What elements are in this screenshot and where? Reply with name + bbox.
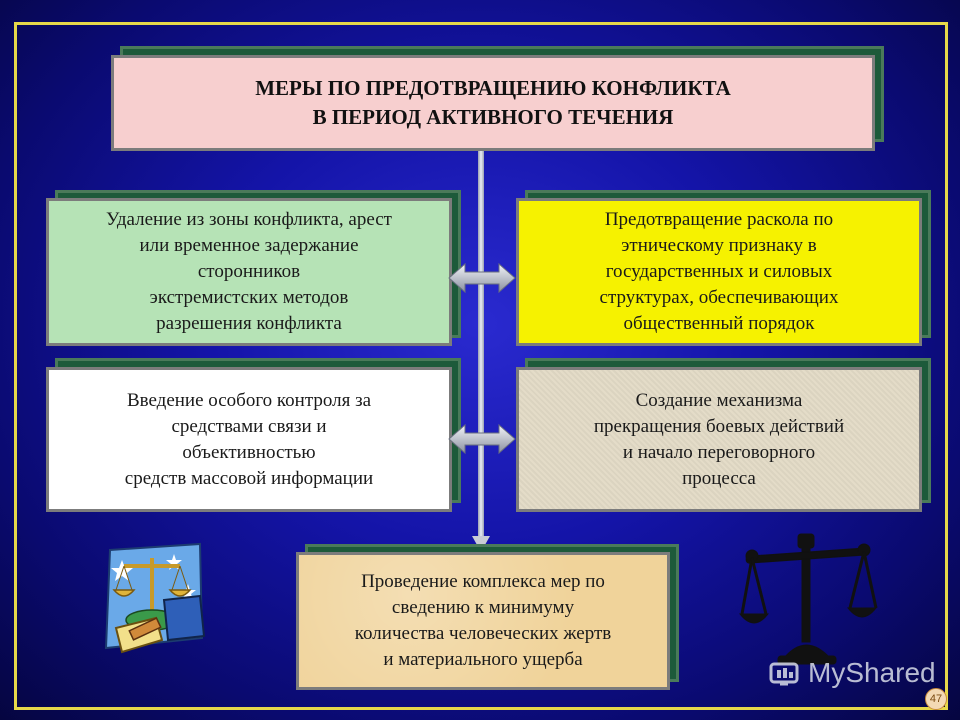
measure-box-prevent-split: Предотвращение раскола по этническому пр… — [516, 198, 922, 346]
box-text-line: Предотвращение раскола по — [604, 209, 834, 230]
measure-box-ceasefire: Создание механизма прекращения боевых де… — [516, 367, 922, 512]
box-text-line: прекращения боевых действий — [593, 415, 845, 437]
watermark-text: MyShared — [808, 657, 936, 688]
box-text-line: Создание механизма — [635, 389, 803, 411]
box-text-line: общественный порядок — [623, 313, 815, 334]
slide-frame — [14, 22, 948, 710]
measure-box-removal: Удаление из зоны конфликта, арест или вр… — [46, 198, 452, 346]
box-text-line: и начало переговорного — [622, 441, 816, 463]
double-arrow-icon — [448, 423, 516, 455]
box-text-line: Удаление из зоны конфликта, арест — [106, 209, 392, 230]
box-text-line: или временное задержание — [139, 235, 359, 256]
box-text-line: количества человеческих жертв — [354, 623, 612, 644]
title-line-1: МЕРЫ ПО ПРЕДОТВРАЩЕНИЮ КОНФЛИКТА — [255, 76, 731, 100]
measure-box-minimize-casualties: Проведение комплекса мер по сведению к м… — [296, 552, 670, 690]
box-text-line: объективностью — [182, 441, 316, 463]
box-text-line: структурах, обеспечивающих — [599, 287, 839, 308]
box-text-line: Введение особого контроля за — [126, 389, 372, 411]
box-text-line: средствами связи и — [171, 415, 327, 437]
double-arrow-icon — [448, 262, 516, 294]
box-text-line: процесса — [682, 467, 756, 489]
justice-clipart-icon — [104, 542, 206, 654]
box-text-line: экстремистских методов — [149, 287, 349, 308]
measure-box-media-control: Введение особого контроля за средствами … — [46, 367, 452, 512]
page-title: МЕРЫ ПО ПРЕДОТВРАЩЕНИЮ КОНФЛИКТА В ПЕРИО… — [111, 55, 875, 151]
box-text-line: сведению к минимуму — [391, 597, 575, 618]
box-text-line: и материального ущерба — [383, 649, 583, 670]
box-text-line: Проведение комплекса мер по — [361, 571, 605, 592]
box-text-line: этническому признаку в — [621, 235, 817, 256]
watermark: MyShared — [768, 656, 936, 690]
box-text-line: государственных и силовых — [605, 261, 833, 282]
vertical-connector — [478, 150, 484, 540]
title-line-2: В ПЕРИОД АКТИВНОГО ТЕЧЕНИЯ — [312, 105, 674, 129]
myshared-logo-icon — [769, 662, 799, 686]
page-number-badge: 47 — [925, 688, 947, 710]
scales-icon — [738, 533, 878, 665]
box-text-line: сторонников — [197, 261, 301, 282]
box-text-line: разрешения конфликта — [156, 313, 342, 334]
box-text-line: средств массовой информации — [124, 467, 374, 489]
